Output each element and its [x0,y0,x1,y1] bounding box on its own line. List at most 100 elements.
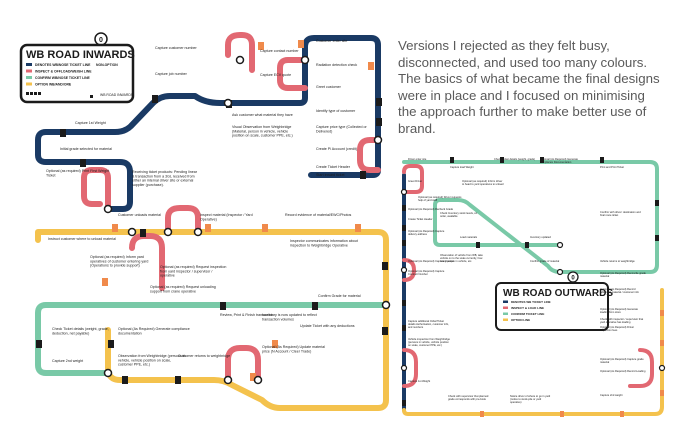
inwards-station-label: Visual Observation from Weighbridge(Mate… [232,125,293,138]
inwards-legend-marker [38,92,41,95]
inwards-interchanges [103,55,391,385]
outwards-station-label: Greet Driver [408,179,422,183]
inwards-map: 0 WB ROAD INWARDS DENOTES WB/NOSE TICKET… [19,32,391,411]
outwards-station-label: Optional (As Required) Recheck Grade [408,207,454,211]
outwards-stations [402,157,664,417]
outwards-badge: 0 [567,271,579,283]
outwards-station-label: Optional (As Required) Capture Invoice [408,259,454,263]
inwards-legend-label: DENOTES WB/NOSE TICKET LINE [35,63,91,67]
outwards-station-label: Create Ticket Header [408,217,433,221]
inwards-red-loop-2 [81,175,103,207]
inwards-legend-box: WB ROAD INWARDS DENOTES WB/NOSE TICKET L… [19,43,135,104]
outwards-yellow-line [402,288,664,416]
inwards-legend-label: CONFIRM WB/NOSE TICKET LINE [35,76,91,80]
inwards-legend-footer: WB ROAD INWARDS [100,93,134,97]
inwards-station-label: Capture customer number [155,46,198,50]
outwards-station-label: Check Ticket details (weight, grade) [494,157,535,161]
description-text: Versions I rejected as they felt busy, d… [398,38,660,136]
outwards-station-label: Vehicle inspection from Weighbridge(pers… [408,337,450,347]
inwards-badge: 0 [94,32,108,46]
inwards-station-label: Record evidence of material/EWC/Photos [285,213,352,217]
inwards-station-label: Optional (as required) Request unloading… [150,285,216,293]
inwards-station-label: Capture job number [155,72,188,76]
inwards-station-label: Create Pi Account (credit) [316,147,357,151]
inwards-station-label: Customer enter site [316,39,347,43]
outwards-map: 0 WB ROAD OUTWARDS DENOTES WB TICKET LIN… [400,157,666,417]
outwards-legend-swatch [503,300,508,303]
inwards-station-label: Observation from Weighbridge (persons in… [118,354,185,367]
inwards-station-label: Optional (As Required) Generate complian… [118,327,190,335]
inwards-red-loop-1 [81,167,111,212]
outwards-red-loop-3 [402,348,418,388]
inwards-station-label: Instruct customer where to unload materi… [48,237,116,241]
outwards-red-loop-1 [402,164,424,194]
inwards-station-label: Greet customer [316,85,342,89]
outwards-station-label: Optional (As Required) Record Loading [600,369,646,373]
inwards-station-label: Capture 1st Weight [75,121,106,125]
inwards-green-line [35,302,389,376]
inwards-station-label: Capture 2nd weight [52,359,83,363]
inwards-legend-marker [34,92,37,95]
inwards-station-label: Ask customer what material they have [232,113,293,117]
inwards-station-label: Update Ticket with any deductions [300,324,355,328]
inwards-station-label: Customer unloads material [118,213,161,217]
inwards-red-loop-4 [357,137,381,173]
outwards-red-loop-4 [628,348,654,388]
outwards-interchanges [400,188,666,372]
inwards-station-label: Inspector communicates information about… [290,239,358,247]
inwards-legend-marker [90,95,93,98]
inwards-station-label: Customer returns to weighbridge [178,354,230,358]
inwards-station-label: Create Ticket Header [316,165,351,169]
outwards-station-label: Capture load Weight [450,165,474,169]
inwards-legend-swatch [26,82,32,86]
outwards-station-label: Capture 1st Weight [408,379,430,383]
outwards-legend-box: WB ROAD OUTWARDS DENOTES WB TICKET LINEI… [495,282,613,331]
outwards-station-label: Driver enter site [408,157,427,161]
inwards-legend-swatch [26,76,32,79]
inwards-station-label: Capture contact number [260,49,299,53]
inwards-station-label: Check Ticket details (weight, grade,dedu… [52,327,109,335]
inwards-legend-marker [26,92,29,95]
inwards-navy-line [35,35,381,212]
outwards-station-label: Load materials [460,235,478,239]
outwards-legend-label: CONFIRM TICKET LINE [511,312,544,316]
outwards-legend-label: DENOTES WB TICKET LINE [511,300,551,304]
outwards-legend-swatch [503,312,508,315]
inwards-yellow-line [35,228,389,411]
inwards-station-label: Optional (as required) Request inspectio… [160,265,226,278]
inwards-station-label: Initial grade selected for material [60,147,112,151]
inwards-legend-right: NON-OPTION [96,63,118,67]
inwards-title: WB ROAD INWARDS [26,49,135,61]
inwards-station-label: Receiving ticket products: Pending linea… [132,170,198,187]
outwards-legend-label: OPTION LINE [511,318,530,322]
inwards-legend-swatch [26,63,32,66]
outwards-legend-swatch [503,318,508,321]
inwards-station-label: Start inward ticket [316,173,345,177]
inwards-red-loop-5 [165,205,201,235]
inwards-badge-number: 0 [99,37,103,44]
inwards-station-label: Radiation detection check [316,63,357,67]
